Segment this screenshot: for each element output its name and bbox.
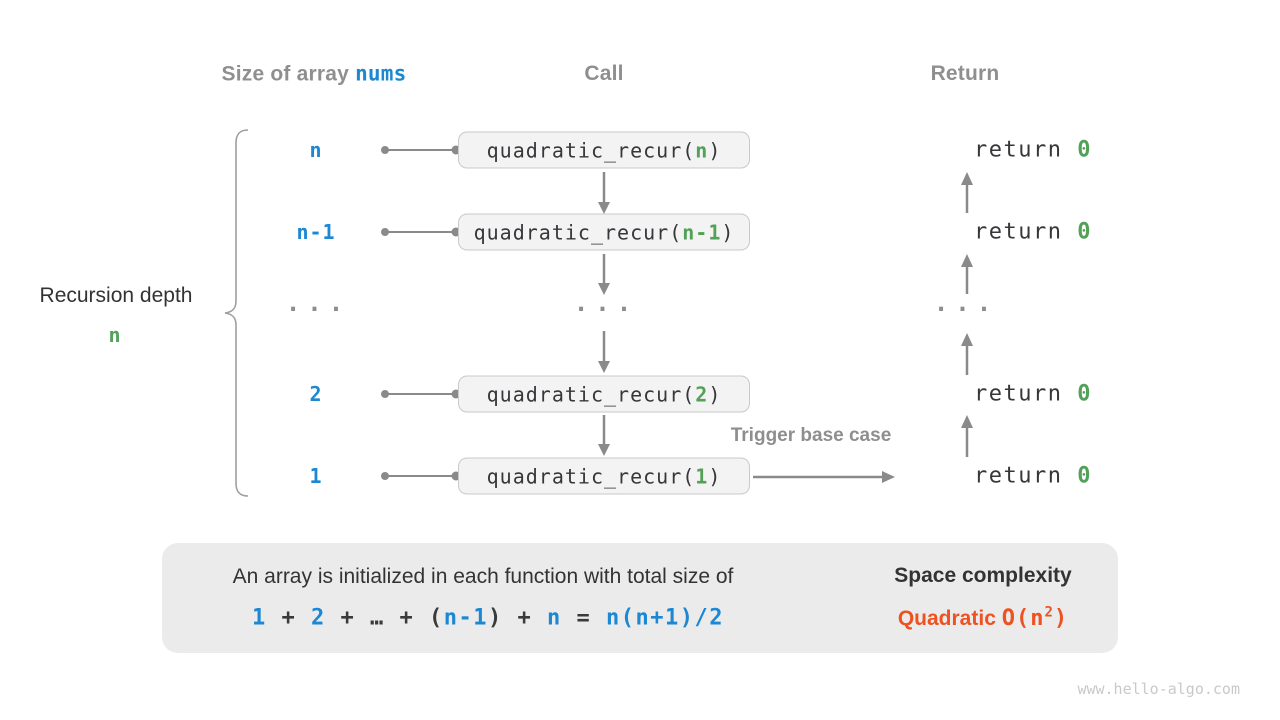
big-o-close: ) (1053, 606, 1069, 632)
size-header-text: Size of array (221, 62, 350, 86)
column-header-call: Call (584, 62, 624, 85)
call-code-prefix: quadratic_recur( (486, 382, 696, 406)
recursion-depth-brace (224, 129, 249, 497)
space-complexity-value: Quadratic O(n2) (898, 605, 1068, 631)
call-arg: n-1 (682, 220, 722, 244)
trigger-base-case-label: Trigger base case (730, 425, 892, 446)
call-down-arrow-3 (598, 331, 610, 373)
formula-term: 1 (252, 605, 267, 631)
formula-term: n-1 (443, 605, 489, 631)
connector-row-1 (381, 471, 461, 481)
call-down-arrow-4 (598, 415, 610, 456)
big-o-notation: O(n2) (1001, 604, 1069, 632)
call-box-1: quadratic_recur(1) (458, 457, 750, 495)
call-code-prefix: quadratic_recur( (486, 138, 696, 162)
return-statement-1: return 0 (915, 439, 1092, 514)
size-label-n: n (309, 138, 323, 162)
space-complexity-title: Space complexity (894, 564, 1072, 587)
formula-paren: ( (429, 605, 444, 631)
return-statement-n-1: return 0 (915, 195, 1092, 270)
formula-operator: + (502, 605, 548, 631)
column-header-size: Size of array nums (222, 62, 407, 87)
formula-operator: + (325, 605, 371, 631)
recursion-depth-label: Recursion depth (39, 284, 193, 307)
call-box-2: quadratic_recur(2) (458, 375, 750, 413)
formula-equals: = (561, 605, 607, 631)
return-keyword: return (973, 381, 1078, 407)
call-arg: 2 (695, 382, 709, 406)
watermark: www.hello-algo.com (1077, 680, 1240, 698)
return-statement-2: return 0 (915, 357, 1092, 432)
column-header-return: Return (930, 62, 1000, 85)
return-column-ellipsis: ... (933, 289, 999, 317)
call-code-suffix: ) (721, 220, 735, 244)
formula-term: 2 (311, 605, 326, 631)
formula-term: n (547, 605, 562, 631)
formula-ellipsis: … (370, 605, 385, 631)
call-code-suffix: ) (708, 382, 722, 406)
call-code-prefix: quadratic_recur( (486, 464, 696, 488)
panel-description: An array is initialized in each function… (232, 565, 734, 588)
summary-panel: An array is initialized in each function… (162, 543, 1118, 653)
call-column-ellipsis: ... (573, 289, 639, 317)
call-box-n-1: quadratic_recur(n-1) (458, 213, 750, 251)
return-keyword: return (973, 137, 1078, 163)
return-statement-n: return 0 (915, 113, 1092, 188)
return-keyword: return (973, 463, 1078, 489)
formula-paren: ) (488, 605, 503, 631)
call-code-suffix: ) (708, 464, 722, 488)
big-o-exponent: 2 (1044, 604, 1054, 621)
return-value: 0 (1077, 137, 1092, 163)
size-label-n-1: n-1 (296, 220, 336, 244)
connector-row-2 (381, 389, 461, 399)
call-arg: 1 (695, 464, 709, 488)
formula-operator: + (384, 605, 430, 631)
size-header-nums-code: nums (355, 61, 407, 86)
call-arg: n (695, 138, 709, 162)
panel-formula: 1 + 2 + … + (n-1) + n = n(n+1)/2 (252, 606, 724, 631)
return-keyword: return (973, 219, 1078, 245)
return-value: 0 (1077, 381, 1092, 407)
complexity-word: Quadratic (897, 607, 996, 631)
big-o-open: O(n (1001, 606, 1045, 632)
base-case-arrow (753, 471, 895, 483)
call-box-n: quadratic_recur(n) (458, 131, 750, 169)
size-label-1: 1 (309, 464, 323, 488)
formula-operator: + (266, 605, 312, 631)
size-column-ellipsis: ... (285, 289, 351, 317)
call-code-prefix: quadratic_recur( (473, 220, 683, 244)
return-value: 0 (1077, 219, 1092, 245)
recursion-depth-value: n (108, 323, 122, 347)
size-label-2: 2 (309, 382, 323, 406)
connector-row-n-1 (381, 227, 461, 237)
return-value: 0 (1077, 463, 1092, 489)
call-down-arrow-1 (598, 172, 610, 214)
connector-row-n (381, 145, 461, 155)
call-code-suffix: ) (708, 138, 722, 162)
formula-result: n(n+1)/2 (606, 605, 724, 631)
